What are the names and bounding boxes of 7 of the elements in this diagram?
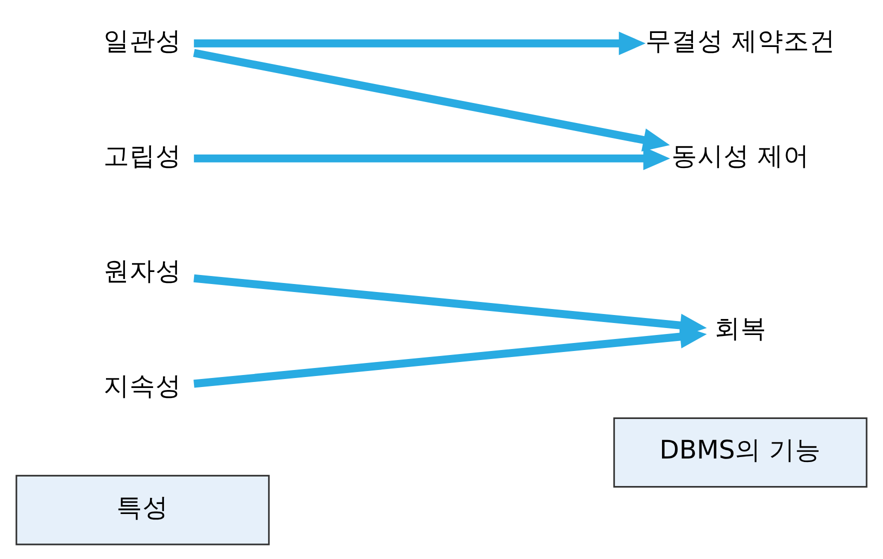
node-text: 원자성 (104, 256, 182, 287)
node-text: 무결성 제약조건 (645, 26, 836, 56)
node-text: 동시성 제어 (671, 142, 810, 172)
node-text: 회복 (714, 314, 766, 344)
node-text: 고립성 (104, 142, 182, 172)
node-text: 지속성 (104, 372, 182, 402)
node-text: 일관성 (104, 26, 182, 56)
